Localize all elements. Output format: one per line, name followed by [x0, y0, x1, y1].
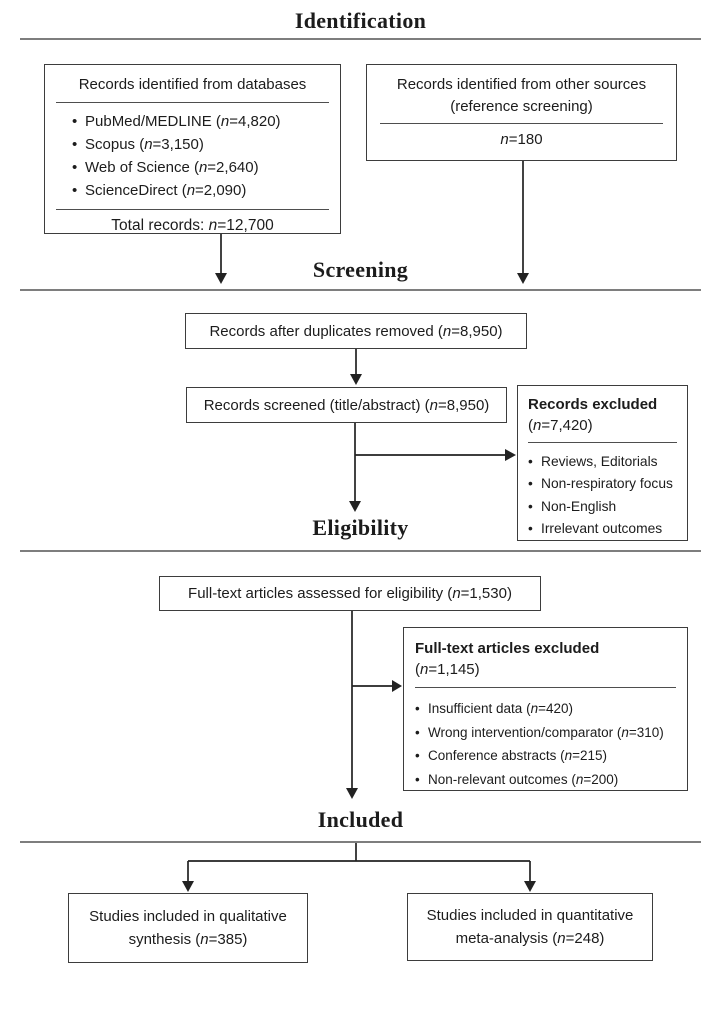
box-records-excluded: Records excluded (n=7,420) Reviews, Edit…	[517, 385, 688, 541]
box-title: Records excluded	[528, 396, 658, 413]
divider	[56, 102, 329, 103]
stage-heading-screening: Screening	[312, 257, 409, 282]
stage-divider	[20, 841, 701, 843]
list-item: Insufficient data (n=420)	[415, 697, 676, 721]
list-item: Non-respiratory focus	[528, 473, 677, 496]
divider	[56, 209, 329, 210]
arrow-screened-to-records-excluded	[355, 449, 516, 461]
box-text: Studies included in qualitative synthesi…	[89, 908, 287, 948]
box-fulltext-excluded: Full-text articles excluded (n=1,145) In…	[403, 627, 688, 791]
box-records-from-other-sources: Records identified from other sources (r…	[366, 64, 677, 161]
box-title: Records identified from databases	[78, 76, 307, 93]
list-item: Wrong intervention/comparator (n=310)	[415, 721, 676, 745]
box-text: Records screened (title/abstract) (n=8,9…	[203, 396, 490, 414]
stage-heading-eligibility: Eligibility	[312, 515, 409, 540]
list-item: Reviews, Editorials	[528, 451, 677, 474]
divider	[415, 687, 676, 688]
record-count: (n=7,420)	[528, 417, 593, 434]
box-text: Records after duplicates removed (n=8,95…	[209, 322, 503, 340]
box-text: Studies included in quantitative meta-an…	[426, 907, 634, 947]
box-subtitle: (reference screening)	[450, 97, 593, 115]
box-duplicates-removed: Records after duplicates removed (n=8,95…	[185, 313, 527, 349]
database-list: PubMed/MEDLINE (n=4,820) Scopus (n=3,150…	[45, 110, 340, 202]
stage-heading-included: Included	[317, 807, 404, 832]
box-qualitative-synthesis: Studies included in qualitative synthesi…	[68, 893, 308, 963]
stage-heading-identification: Identification	[294, 8, 427, 33]
box-fulltext-assessed: Full-text articles assessed for eligibil…	[159, 576, 541, 611]
box-title: Full-text articles excluded	[415, 640, 600, 657]
stage-divider	[20, 550, 701, 552]
stage-divider	[20, 38, 701, 40]
list-item: ScienceDirect (n=2,090)	[72, 179, 340, 202]
box-records-screened: Records screened (title/abstract) (n=8,9…	[186, 387, 507, 423]
list-item: Irrelevant outcomes	[528, 518, 677, 541]
stage-divider	[20, 289, 701, 291]
list-item: Scopus (n=3,150)	[72, 133, 340, 156]
list-item: Conference abstracts (n=215)	[415, 744, 676, 768]
list-item: Non-English	[528, 496, 677, 519]
box-quantitative-meta-analysis: Studies included in quantitative meta-an…	[407, 893, 653, 961]
list-item: PubMed/MEDLINE (n=4,820)	[72, 110, 340, 133]
list-item: Web of Science (n=2,640)	[72, 156, 340, 179]
box-text: Full-text articles assessed for eligibil…	[188, 585, 512, 602]
divider	[380, 123, 663, 124]
total-records: Total records: n=12,700	[111, 217, 274, 234]
arrow-duplicates-to-screened	[350, 349, 362, 385]
record-count: (n=1,145)	[415, 661, 480, 678]
box-records-from-databases: Records identified from databases PubMed…	[44, 64, 341, 234]
record-count: n=180	[500, 131, 543, 148]
arrow-fulltext-to-included	[346, 611, 358, 799]
divider	[528, 442, 677, 443]
exclusion-reason-list: Reviews, Editorials Non-respiratory focu…	[528, 451, 677, 540]
connector-included-split	[182, 843, 536, 892]
arrow-screened-to-eligibility	[349, 423, 361, 512]
exclusion-reason-list: Insufficient data (n=420) Wrong interven…	[415, 697, 676, 791]
list-item: Non-relevant outcomes (n=200)	[415, 768, 676, 792]
arrow-fulltext-to-fulltext-excluded	[352, 680, 402, 692]
box-title: Records identified from other sources	[396, 76, 647, 93]
